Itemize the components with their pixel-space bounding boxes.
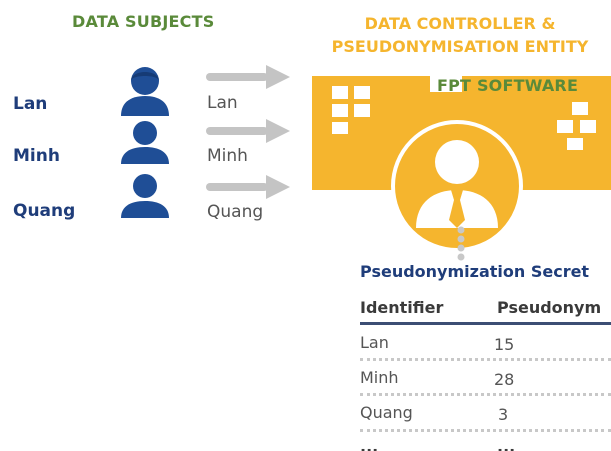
- row-divider: [360, 358, 611, 361]
- arrow-label-minh: Minh: [207, 146, 248, 162]
- controller-heading: DATA CONTROLLER & PSEUDONYMISATION ENTIT…: [300, 12, 611, 58]
- subject-name-quang: Quang: [13, 201, 76, 221]
- building-icon: [312, 76, 611, 252]
- pseudonym-cell: 15: [494, 335, 515, 354]
- col-head-pseudonym: Pseudonym: [497, 298, 602, 317]
- data-subjects-heading: DATA SUBJECTS: [72, 12, 215, 31]
- arrow-label-lan: Lan: [207, 93, 238, 113]
- identifier-ellipsis: ...: [360, 437, 379, 451]
- arrow-icon: [206, 175, 290, 199]
- subject-name-lan: Lan: [13, 94, 48, 114]
- controller-heading-line2: PSEUDONYMISATION ENTITY: [331, 37, 589, 56]
- pseudonym-cell: 3: [498, 405, 509, 424]
- manager-icon: [416, 140, 498, 228]
- row-divider: [360, 393, 611, 396]
- secret-title: Pseudonymization Secret: [360, 262, 590, 281]
- arrow-label-quang: Quang: [207, 202, 264, 222]
- company-name: FPT SOFTWARE: [437, 76, 579, 95]
- person-icon: [121, 121, 169, 164]
- row-divider: [360, 429, 611, 432]
- identifier-cell: Minh: [360, 368, 399, 387]
- col-head-identifier: Identifier: [360, 298, 444, 317]
- person-icon: [121, 174, 169, 218]
- arrow-icon: [206, 119, 290, 143]
- pseudonym-cell: 28: [494, 370, 515, 389]
- subject-name-minh: Minh: [13, 146, 60, 166]
- pseudonym-ellipsis: ...: [497, 437, 516, 451]
- controller-heading-line1: DATA CONTROLLER &: [364, 14, 556, 33]
- connector-dots: [457, 226, 465, 261]
- identifier-cell: Lan: [360, 333, 389, 352]
- table-header-rule: [360, 322, 611, 325]
- arrow-icon: [206, 65, 290, 89]
- identifier-cell: Quang: [360, 403, 413, 422]
- person-icon: [121, 67, 169, 116]
